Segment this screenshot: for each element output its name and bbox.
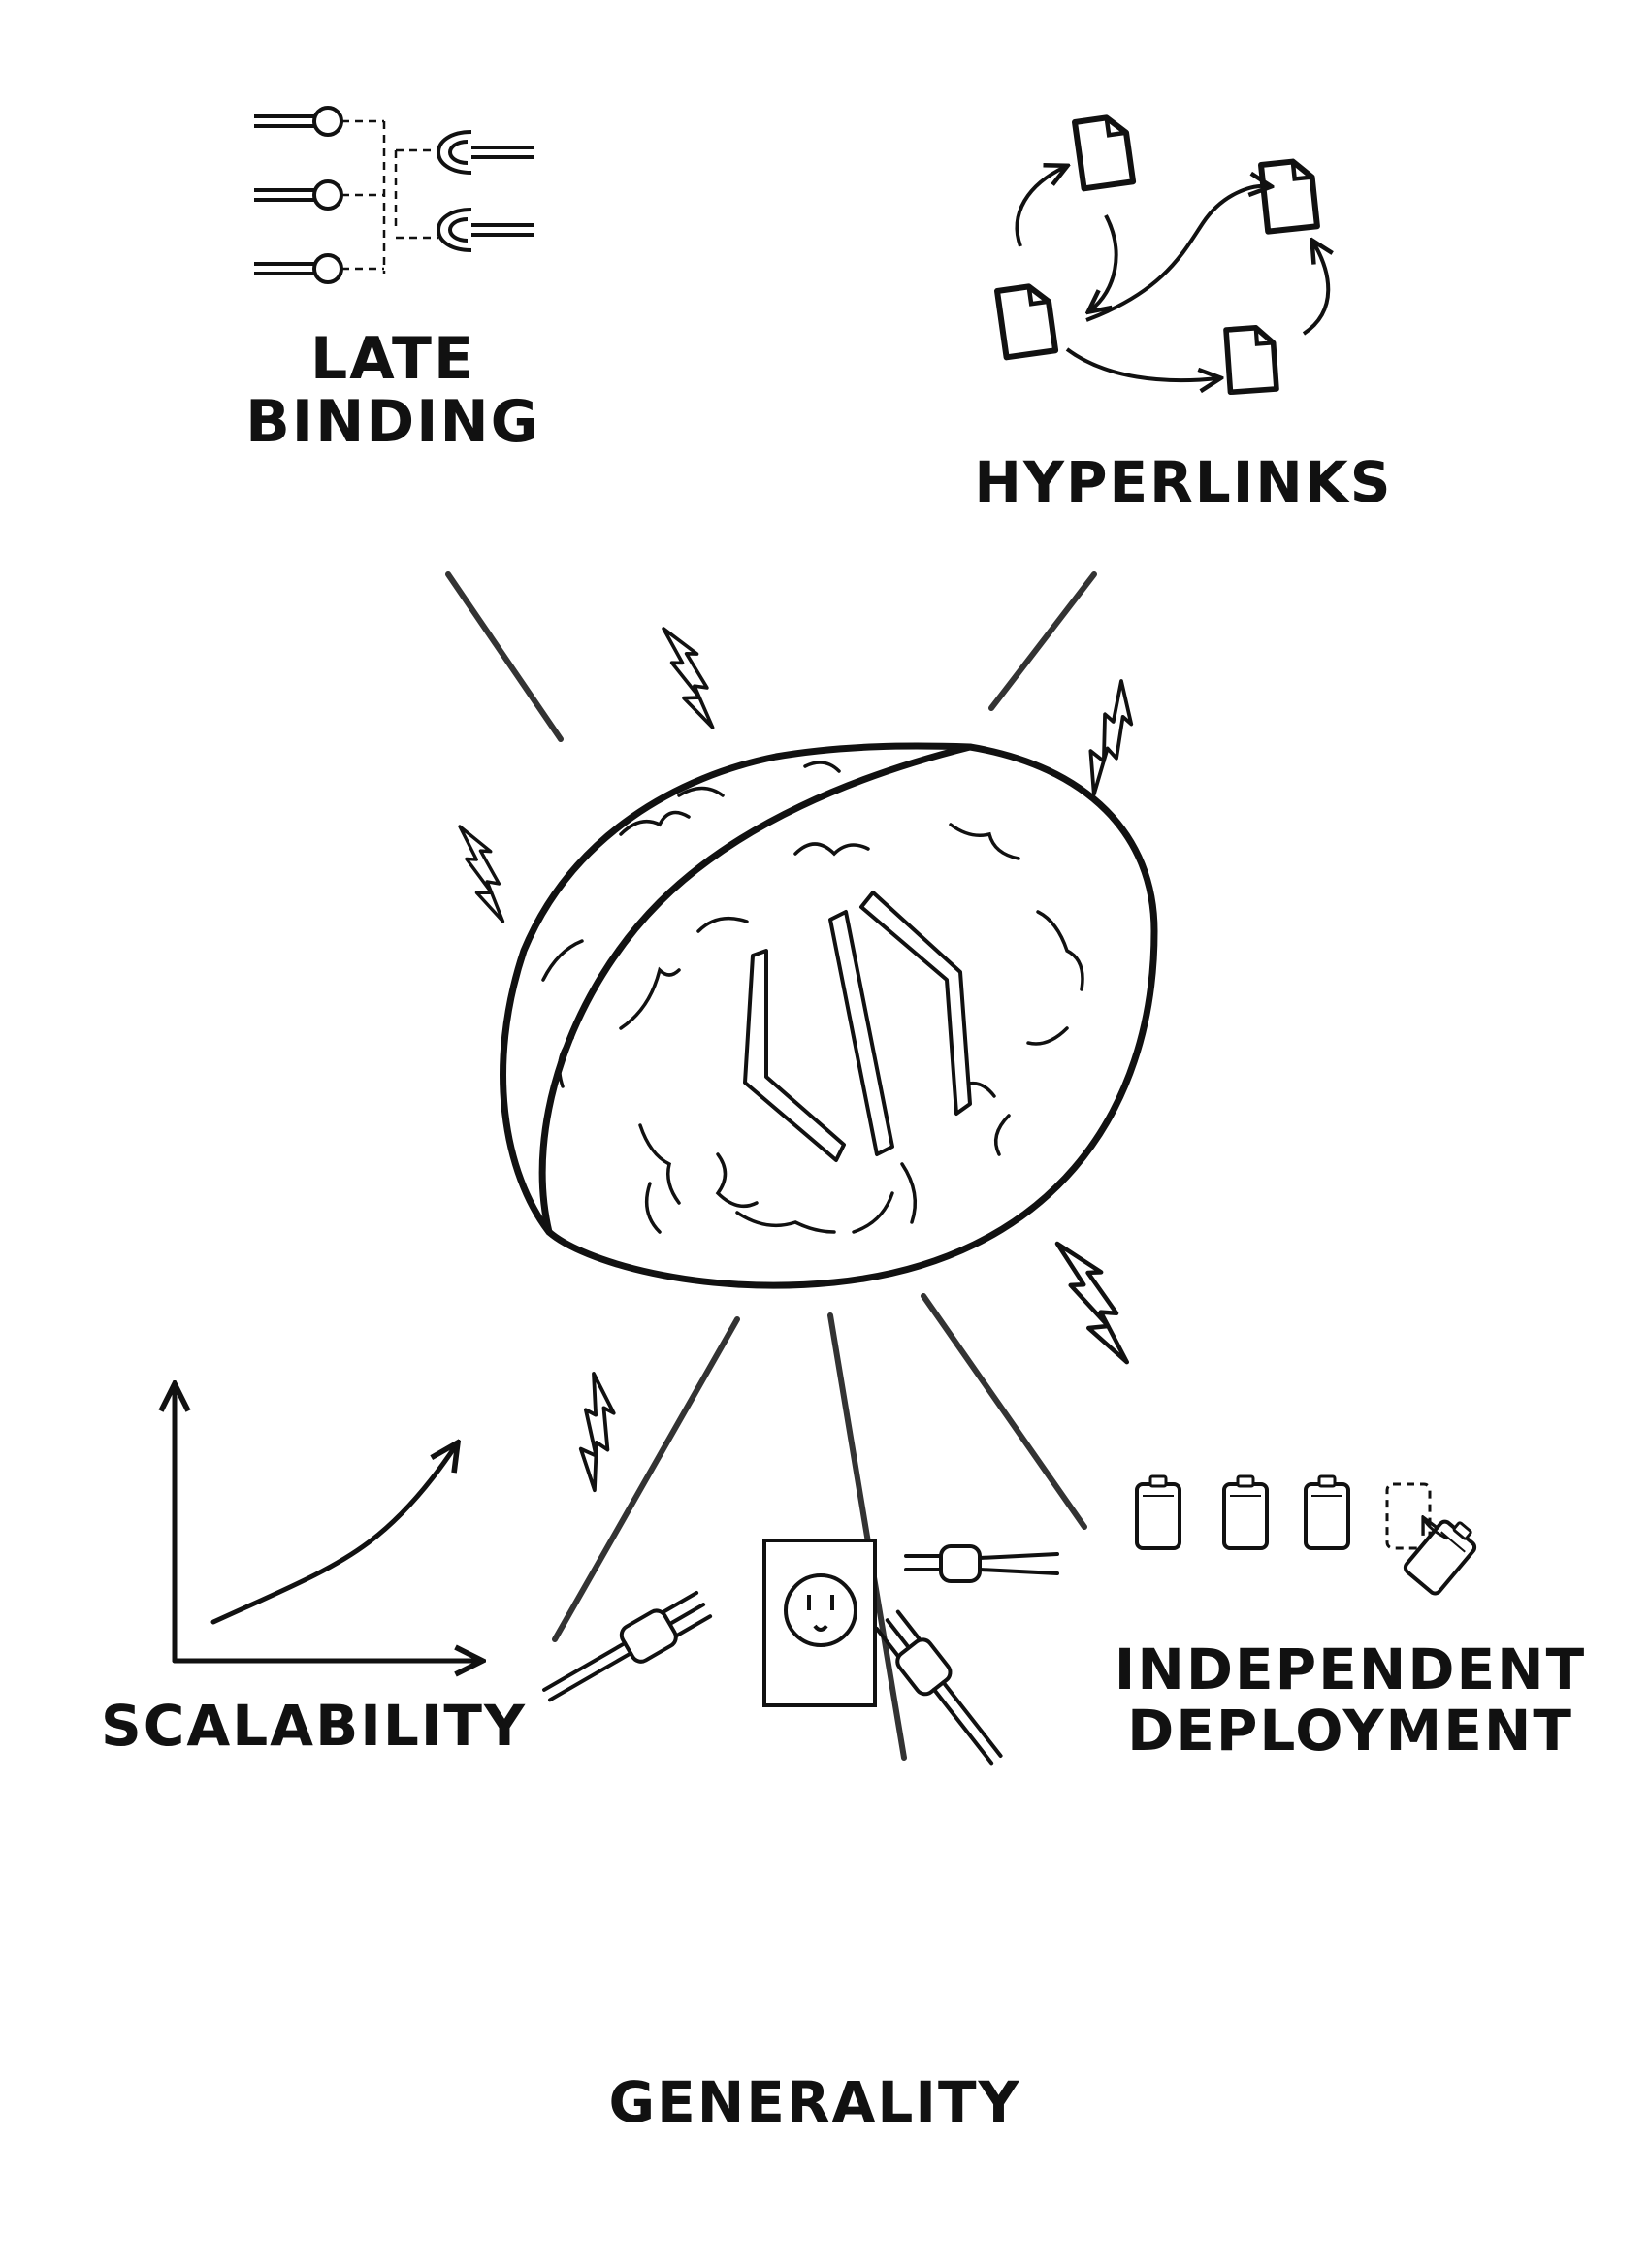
spokes [445,571,1097,1761]
label-generality: GENERALITY [608,2069,1021,2135]
label-hyperlinks: HYPERLINKS [974,449,1393,515]
wall-outlet-plugs-icon [542,1539,1059,1766]
label-independent-deployment: INDEPENDENT DEPLOYMENT [1098,1639,1602,1761]
growth-graph-icon [175,1387,479,1661]
lightning-icon [458,821,505,927]
spoke-hyperlinks [988,571,1097,711]
label-late-binding-line2: BINDING [245,387,540,456]
spoke-late-binding [445,571,564,742]
label-late-binding-line1: LATE [310,325,475,393]
lightning-icon [1057,1235,1127,1372]
brain-code-icon [500,742,1158,1289]
spoke-scalability [552,1316,740,1642]
label-independent-deployment-line2: DEPLOYMENT [1127,1697,1573,1764]
batteries-swap-icon [1135,1474,1484,1598]
lightning-icon [662,622,715,734]
spoke-generality [827,1312,907,1761]
lightning-icon [557,1372,631,1493]
label-scalability: SCALABILITY [101,1693,527,1759]
spoke-independent-deployment [921,1293,1087,1530]
lightning-icon [1060,679,1155,796]
linked-documents-icon [997,115,1328,392]
label-late-binding: LATE BINDING [233,328,553,454]
late-binding-connector-icon [252,106,535,284]
label-independent-deployment-line1: INDEPENDENT [1114,1636,1587,1702]
